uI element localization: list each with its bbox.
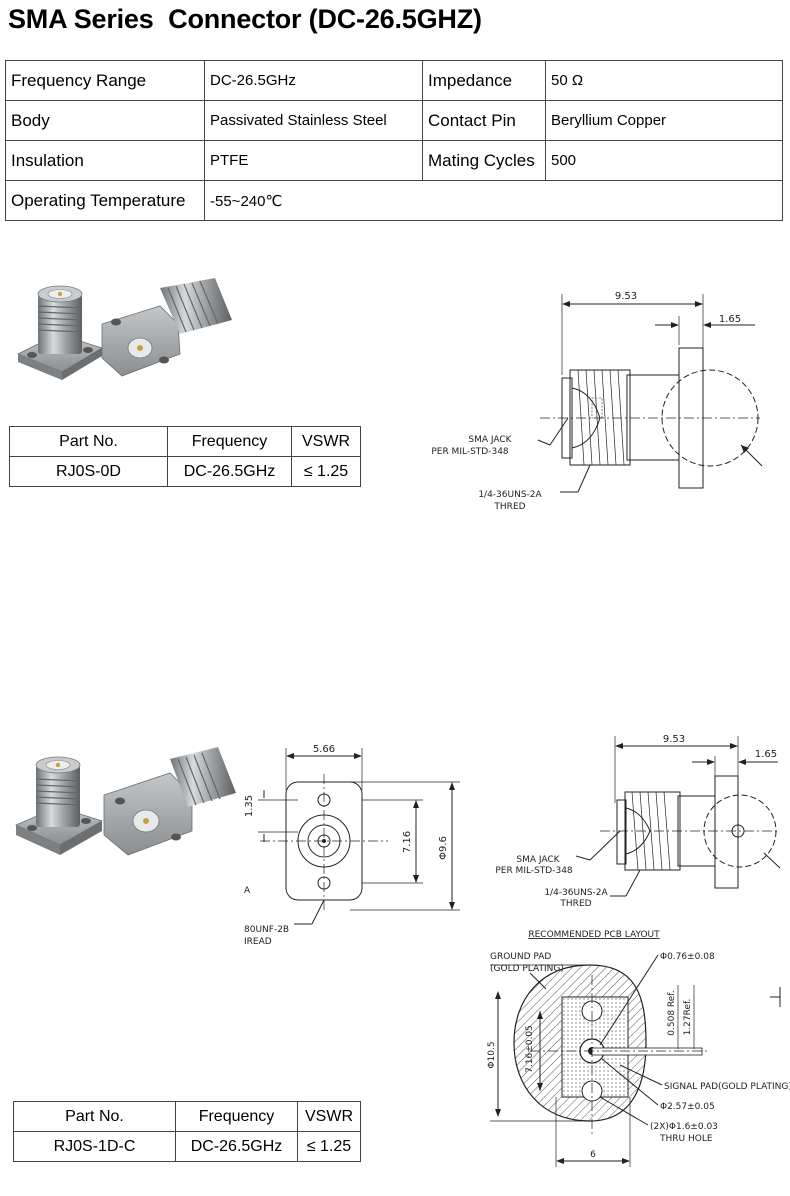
jack-label-2: PER MIL-STD-348 (495, 866, 573, 876)
jack-label-1: SMA JACK (516, 855, 560, 865)
dim-flange: 1.65 (719, 314, 741, 325)
spec-label: Body (5, 100, 205, 141)
jack-label-2: PER MIL-STD-348 (431, 447, 509, 457)
dim-127: 1.27Ref. (683, 999, 693, 1036)
header-cell: Frequency (175, 1101, 298, 1132)
table-cell: DC-26.5GHz (175, 1131, 298, 1162)
table-cell: DC-26.5GHz (167, 456, 292, 487)
dim-width: 5.66 (313, 744, 335, 755)
thread-label-2: IREAD (244, 937, 272, 947)
side-label: A (244, 886, 251, 896)
spec-label: Operating Temperature (5, 180, 205, 221)
spec-row: Frequency Range DC-26.5GHz Impedance 50 … (5, 60, 783, 101)
thru-hole-label-1: (2X)Φ1.6±0.03 (650, 1122, 718, 1132)
thread-label-2: THRED (559, 899, 591, 909)
thread-label-1: 80UNF-2B (244, 925, 289, 935)
connector-photo-flange (15, 747, 236, 856)
part-table: Part No. Frequency VSWR RJ0S-1D-C DC-26.… (13, 1101, 361, 1162)
spec-row: Operating Temperature -55~240℃ (5, 180, 783, 221)
table-cell: ≤ 1.25 (291, 456, 361, 487)
spec-label: Frequency Range (5, 60, 205, 101)
thread-label-1: 1/4-36UNS-2A (478, 490, 542, 500)
ground-pad-label-1: GROUND PAD (490, 952, 551, 962)
table-cell: ≤ 1.25 (297, 1131, 361, 1162)
spec-row: Insulation PTFE Mating Cycles 500 (5, 140, 783, 181)
side-view-drawing: 9.53 1.65 SMA JACK PER MIL-STD-348 1/4-3… (431, 291, 763, 512)
table-header-row: Part No. Frequency VSWR (13, 1101, 361, 1132)
spec-value: PTFE (204, 140, 423, 181)
pcb-heading: RECOMMENDED PCB LAYOUT (528, 930, 660, 940)
dim-flange: 1.65 (755, 749, 777, 760)
thread-label-2: THRED (493, 502, 525, 512)
table-header-row: Part No. Frequency VSWR (9, 426, 361, 457)
table-row: RJ0S-1D-C DC-26.5GHz ≤ 1.25 (13, 1131, 361, 1162)
spec-value: 50 Ω (545, 60, 783, 101)
connector-photo-straight (17, 278, 232, 380)
thread-label-1: 1/4-36UNS-2A (544, 888, 608, 898)
dim-105: Φ10.5 (487, 1041, 497, 1068)
dim-length: 9.53 (615, 291, 637, 302)
spec-row: Body Passivated Stainless Steel Contact … (5, 100, 783, 141)
pcb-layout-drawing: RECOMMENDED PCB LAYOUT GROUND PAD (GOLD … (487, 930, 790, 1167)
spec-label: Mating Cycles (422, 140, 546, 181)
spec-value: 500 (545, 140, 783, 181)
front-view-drawing: 5.66 1.35 7.16 Φ9.6 A 80UNF-2B IREAD (244, 744, 460, 947)
table-cell: RJ0S-0D (9, 456, 168, 487)
ground-pad-label-2: (GOLD PLATING) (490, 964, 564, 974)
spec-value: Beryllium Copper (545, 100, 783, 141)
header-cell: VSWR (297, 1101, 361, 1132)
dim-6: 6 (590, 1150, 596, 1160)
dim-length: 9.53 (663, 734, 685, 745)
dim-716: 7.16±0.05 (525, 1025, 535, 1073)
part-table: Part No. Frequency VSWR RJ0S-0D DC-26.5G… (9, 426, 361, 487)
header-cell: Frequency (167, 426, 292, 457)
signal-pad-label: SIGNAL PAD(GOLD PLATING) (664, 1082, 790, 1092)
spec-value: -55~240℃ (204, 180, 783, 221)
thru-hole-label-2: THRU HOLE (659, 1134, 713, 1144)
table-row: RJ0S-0D DC-26.5GHz ≤ 1.25 (9, 456, 361, 487)
spec-label: Insulation (5, 140, 205, 181)
header-cell: Part No. (9, 426, 168, 457)
pad-dia-label: Φ2.57±0.05 (660, 1102, 715, 1112)
via-dia-label: Φ0.76±0.08 (660, 952, 715, 962)
spec-value: DC-26.5GHz (204, 60, 423, 101)
dim-hole: 1.35 (244, 795, 255, 817)
dim-dia: Φ9.6 (438, 836, 449, 860)
spec-label: Impedance (422, 60, 546, 101)
page-title: SMA Series Connector (DC-26.5GHZ) (8, 4, 482, 34)
header-cell: VSWR (291, 426, 361, 457)
dim-spacing: 7.16 (402, 831, 413, 853)
table-cell: RJ0S-1D-C (13, 1131, 176, 1162)
spec-table: Frequency Range DC-26.5GHz Impedance 50 … (5, 60, 783, 221)
spec-value: Passivated Stainless Steel (204, 100, 423, 141)
header-cell: Part No. (13, 1101, 176, 1132)
spec-label: Contact Pin (422, 100, 546, 141)
dim-0508: 0.508 Ref. (667, 990, 677, 1035)
jack-label-1: SMA JACK (468, 435, 512, 445)
side-view-drawing-2: 9.53 1.65 SMA JACK PER MIL-STD-348 1/4-3… (495, 734, 781, 909)
